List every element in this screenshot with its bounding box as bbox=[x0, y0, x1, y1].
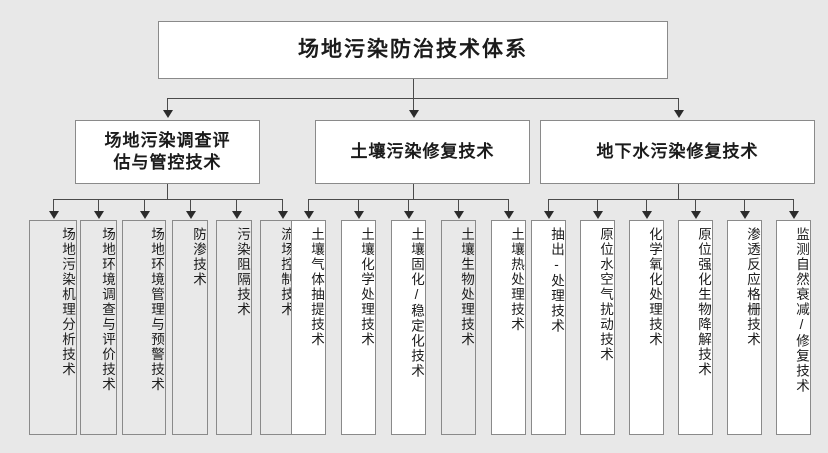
leaf-node[interactable]: 原位水空气扰动技术 bbox=[580, 220, 615, 435]
leaf-node-label: 场地污染机理分析技术 bbox=[60, 227, 75, 377]
leaf-node-label: 原位水空气扰动技术 bbox=[598, 227, 613, 362]
group0-stem bbox=[167, 184, 168, 199]
leaf-node[interactable]: 污染阻隔技术 bbox=[216, 220, 252, 435]
group2-arrow-0 bbox=[544, 211, 554, 219]
group2-arrow-5 bbox=[789, 211, 799, 219]
group1-drop-3 bbox=[458, 199, 459, 211]
leaf-node[interactable]: 渗透反应格栅技术 bbox=[727, 220, 762, 435]
group2-arrow-4 bbox=[740, 211, 750, 219]
leaf-node-label: 化学氧化处理技术 bbox=[647, 227, 662, 347]
level2-arrow-1 bbox=[409, 110, 419, 118]
leaf-node-label: 防渗技术 bbox=[191, 227, 206, 287]
group0-arrow-3 bbox=[186, 211, 196, 219]
group1-arrow-4 bbox=[504, 211, 514, 219]
leaf-node-label: 污染阻隔技术 bbox=[235, 227, 250, 317]
leaf-node[interactable]: 场地污染机理分析技术 bbox=[29, 220, 77, 435]
level2-bus bbox=[167, 98, 678, 99]
category-node-label: 地下水污染修复技术 bbox=[596, 142, 759, 162]
leaf-node-label: 土壤热处理技术 bbox=[509, 227, 524, 332]
leaf-node-label: 土壤生物处理技术 bbox=[459, 227, 474, 347]
leaf-node[interactable]: 土壤热处理技术 bbox=[491, 220, 526, 435]
root-node[interactable]: 场地污染防治技术体系 bbox=[158, 21, 668, 79]
leaf-node[interactable]: 土壤生物处理技术 bbox=[441, 220, 476, 435]
leaf-node-label: 流场控制技术 bbox=[279, 227, 294, 317]
group2-drop-5 bbox=[793, 199, 794, 211]
group0-drop-3 bbox=[190, 199, 191, 211]
leaf-node[interactable]: 土壤固化/稳定化技术 bbox=[391, 220, 426, 435]
group1-arrow-3 bbox=[454, 211, 464, 219]
leaf-node-label: 渗透反应格栅技术 bbox=[745, 227, 760, 347]
group0-arrow-1 bbox=[94, 211, 104, 219]
group1-stem bbox=[413, 184, 414, 199]
level2-drop-2 bbox=[678, 98, 679, 110]
group2-drop-4 bbox=[744, 199, 745, 211]
leaf-node[interactable]: 防渗技术 bbox=[172, 220, 208, 435]
group0-bus bbox=[53, 199, 282, 200]
group0-drop-2 bbox=[144, 199, 145, 211]
leaf-node-label: 场地环境调查与评价技术 bbox=[100, 227, 115, 392]
group2-bus bbox=[548, 199, 793, 200]
root-stem bbox=[413, 79, 414, 98]
group1-arrow-0 bbox=[304, 211, 314, 219]
level2-drop-1 bbox=[413, 98, 414, 110]
group1-arrow-1 bbox=[354, 211, 364, 219]
leaf-node-label: 土壤固化/稳定化技术 bbox=[409, 227, 424, 379]
level2-drop-0 bbox=[167, 98, 168, 110]
group0-drop-1 bbox=[98, 199, 99, 211]
group0-drop-0 bbox=[53, 199, 54, 211]
group1-drop-4 bbox=[508, 199, 509, 211]
level2-arrow-2 bbox=[674, 110, 684, 118]
category-node-label: 土壤污染修复技术 bbox=[350, 142, 495, 162]
group0-arrow-2 bbox=[140, 211, 150, 219]
category-node-soil-remediation[interactable]: 土壤污染修复技术 bbox=[315, 120, 530, 184]
group2-drop-2 bbox=[646, 199, 647, 211]
category-node-label: 场地污染调查评 估与管控技术 bbox=[105, 130, 231, 174]
leaf-node[interactable]: 监测自然衰减/修复技术 bbox=[776, 220, 811, 435]
leaf-node[interactable]: 土壤化学处理技术 bbox=[341, 220, 376, 435]
group2-arrow-3 bbox=[691, 211, 701, 219]
leaf-node-label: 原位强化生物降解技术 bbox=[696, 227, 711, 377]
group1-drop-0 bbox=[308, 199, 309, 211]
leaf-node[interactable]: 场地环境管理与预警技术 bbox=[122, 220, 166, 435]
group1-drop-2 bbox=[408, 199, 409, 211]
group1-arrow-2 bbox=[404, 211, 414, 219]
group0-arrow-0 bbox=[49, 211, 59, 219]
leaf-node-label: 土壤化学处理技术 bbox=[359, 227, 374, 347]
leaf-node[interactable]: 场地环境调查与评价技术 bbox=[80, 220, 117, 435]
leaf-node[interactable]: 抽出-处理技术 bbox=[531, 220, 566, 435]
category-label-line2: 估与管控技术 bbox=[113, 153, 222, 172]
leaf-node[interactable]: 原位强化生物降解技术 bbox=[678, 220, 713, 435]
leaf-node[interactable]: 化学氧化处理技术 bbox=[629, 220, 664, 435]
group0-arrow-4 bbox=[232, 211, 242, 219]
leaf-node-label: 监测自然衰减/修复技术 bbox=[794, 227, 809, 394]
leaf-node-label: 抽出-处理技术 bbox=[549, 227, 564, 334]
group2-drop-0 bbox=[548, 199, 549, 211]
root-node-label: 场地污染防治技术体系 bbox=[298, 37, 528, 61]
group2-drop-1 bbox=[597, 199, 598, 211]
group0-arrow-5 bbox=[278, 211, 288, 219]
group2-arrow-2 bbox=[642, 211, 652, 219]
leaf-node-label: 土壤气体抽提技术 bbox=[309, 227, 324, 347]
category-label-line1: 场地污染调查评 bbox=[104, 131, 231, 151]
category-node-groundwater-remediation[interactable]: 地下水污染修复技术 bbox=[540, 120, 815, 184]
leaf-node[interactable]: 流场控制技术 bbox=[260, 220, 296, 435]
group1-drop-1 bbox=[358, 199, 359, 211]
group0-drop-5 bbox=[282, 199, 283, 211]
group2-drop-3 bbox=[695, 199, 696, 211]
group2-arrow-1 bbox=[593, 211, 603, 219]
level2-arrow-0 bbox=[163, 110, 173, 118]
category-node-site-investigation[interactable]: 场地污染调查评 估与管控技术 bbox=[75, 120, 260, 184]
leaf-node[interactable]: 土壤气体抽提技术 bbox=[291, 220, 326, 435]
leaf-node-label: 场地环境管理与预警技术 bbox=[149, 227, 164, 392]
group2-stem bbox=[678, 184, 679, 199]
group0-drop-4 bbox=[236, 199, 237, 211]
